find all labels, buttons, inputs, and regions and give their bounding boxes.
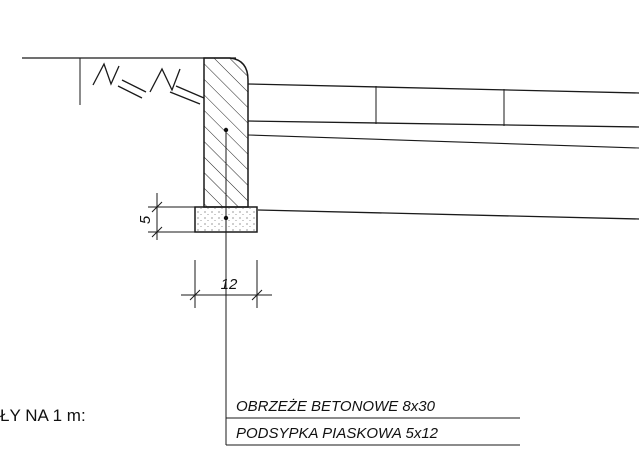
leader-line (223, 127, 229, 445)
dimension-width-label: 12 (221, 276, 238, 293)
dimension-width (181, 260, 272, 308)
ground-line (22, 57, 236, 105)
dimension-height-label: 5 (137, 215, 154, 224)
side-note-text: ŁY NA 1 m: (0, 406, 86, 425)
dimension-height (148, 193, 195, 240)
soil-hatch (92, 62, 205, 105)
callout-shelves (226, 417, 520, 446)
callout-curb-label: OBRZEŻE BETONOWE 8x30 (236, 398, 436, 415)
pavement-layers (247, 83, 639, 220)
callout-sand-label: PODSYPKA PIASKOWA 5x12 (236, 425, 439, 442)
